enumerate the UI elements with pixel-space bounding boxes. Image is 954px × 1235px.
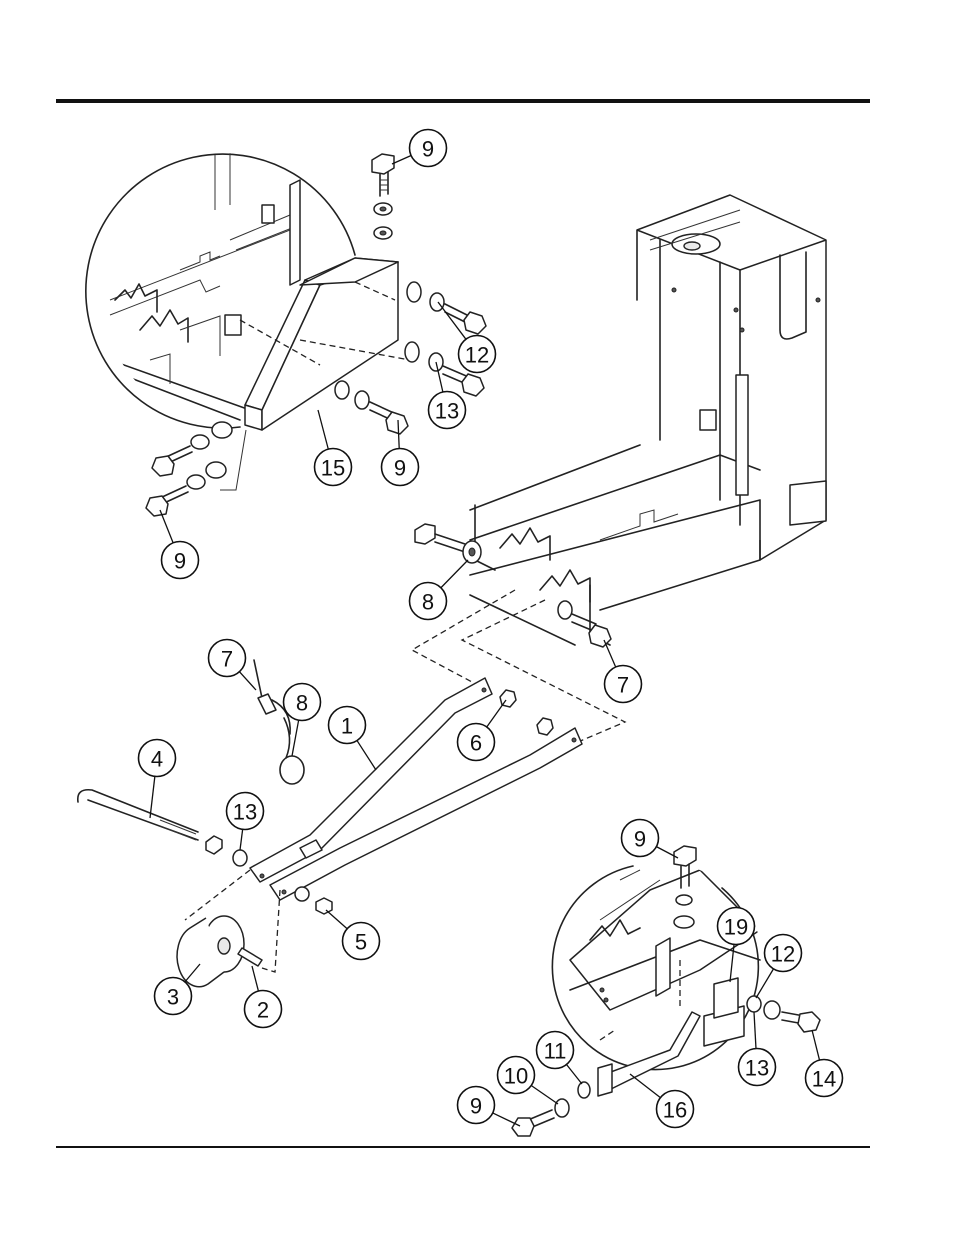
callout-number: 2 <box>257 998 269 1023</box>
hex-bolt-icon <box>372 154 394 196</box>
callout-number: 13 <box>745 1056 769 1081</box>
callout-number: 16 <box>663 1098 687 1123</box>
callout-number: 13 <box>233 800 257 825</box>
mower-frame <box>415 195 826 647</box>
callout-number: 9 <box>394 456 406 481</box>
callout-leader-line <box>252 966 258 991</box>
bottom-rule <box>56 1146 870 1148</box>
callout-c2: 2 <box>245 966 282 1028</box>
callout-leader-line <box>630 1074 660 1098</box>
callout-leader-line <box>150 776 155 818</box>
callout-leader-line <box>239 672 256 690</box>
callout-number: 8 <box>296 691 308 716</box>
callout-number: 9 <box>470 1094 482 1119</box>
callout-leader-line <box>392 156 411 164</box>
callout-number: 9 <box>422 137 434 162</box>
callout-number: 5 <box>355 930 367 955</box>
callout-c8a: 8 <box>410 560 469 620</box>
callout-c12a: 12 <box>438 302 496 373</box>
callout-number: 7 <box>617 673 629 698</box>
callout-c14: 14 <box>806 1030 843 1097</box>
callout-c15: 15 <box>315 410 352 486</box>
callout-c9c: 9 <box>160 510 199 579</box>
callout-c7b: 7 <box>604 640 642 703</box>
callout-c9a: 9 <box>392 130 447 167</box>
callout-c1: 1 <box>329 707 377 771</box>
callout-c6: 6 <box>458 700 507 761</box>
callout-c11: 11 <box>537 1032 583 1085</box>
callout-c4: 4 <box>139 740 176 819</box>
callout-leader-line <box>326 910 347 929</box>
callout-leader-line <box>493 1113 520 1126</box>
callout-leader-line <box>531 1086 558 1104</box>
callout-leader-line <box>487 700 506 727</box>
callout-leader-line <box>754 1012 756 1049</box>
callout-number: 12 <box>771 942 795 967</box>
callout-number: 9 <box>634 827 646 852</box>
callout-leader-line <box>318 410 328 449</box>
callout-c3: 3 <box>155 964 201 1015</box>
callout-c13b: 13 <box>227 793 264 851</box>
callout-leader-line <box>441 560 468 588</box>
top-rule <box>56 99 870 103</box>
callout-number: 13 <box>435 399 459 424</box>
callout-number: 7 <box>221 647 233 672</box>
callout-number: 3 <box>167 985 179 1010</box>
callout-number: 1 <box>341 714 353 739</box>
hitch-assembly <box>78 660 582 987</box>
callout-number: 15 <box>321 456 345 481</box>
callout-number: 9 <box>174 549 186 574</box>
callout-leader-line <box>160 510 173 543</box>
callout-c5: 5 <box>326 910 380 960</box>
callout-number: 11 <box>544 1039 567 1064</box>
callout-leader-line <box>292 720 299 756</box>
callout-number: 10 <box>504 1064 528 1089</box>
detail-view-top-left <box>86 145 486 516</box>
callout-number: 6 <box>470 731 482 756</box>
callout-number: 19 <box>724 915 748 940</box>
callout-leader-line <box>567 1064 582 1084</box>
callout-c16: 16 <box>630 1074 694 1128</box>
callout-leader-line <box>812 1030 820 1060</box>
callout-c12b: 12 <box>756 935 802 999</box>
callout-number: 14 <box>812 1067 836 1092</box>
callout-leader-line <box>357 741 376 770</box>
callout-number: 4 <box>151 747 163 772</box>
callout-c13a: 13 <box>429 362 466 429</box>
callout-c7a: 7 <box>209 640 257 691</box>
callout-c9d: 9 <box>622 820 679 859</box>
callout-leader-line <box>240 829 243 850</box>
callout-number: 12 <box>465 343 489 368</box>
callout-number: 8 <box>422 590 434 615</box>
